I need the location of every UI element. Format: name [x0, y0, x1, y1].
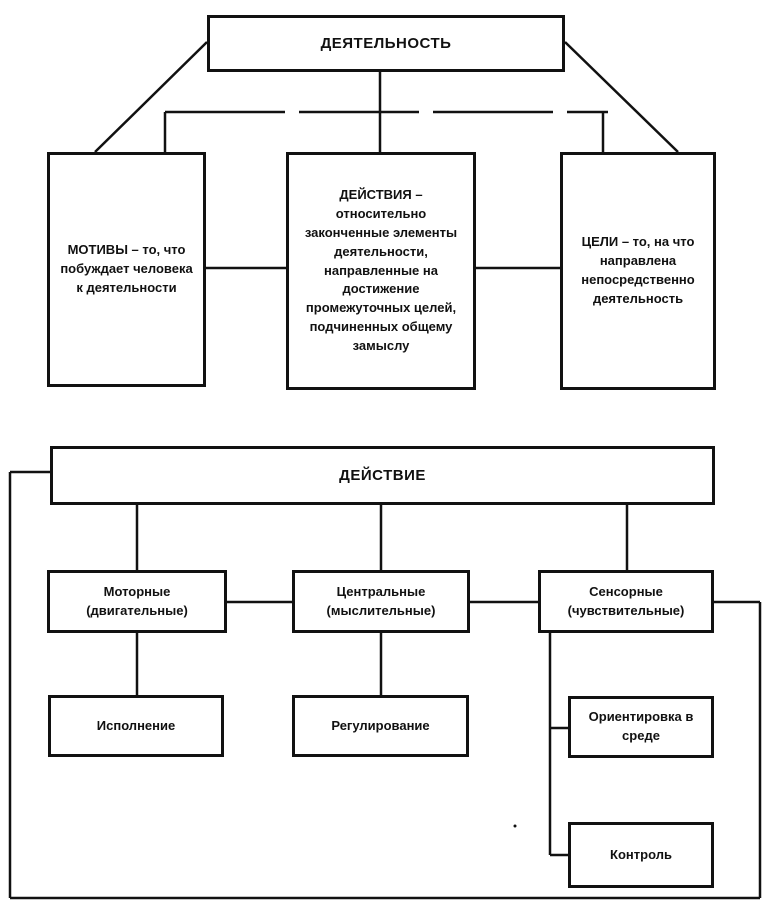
action-box: ДЕЙСТВИЕ	[50, 446, 715, 505]
regulation-box: Регулирование	[292, 695, 469, 757]
actions-box: ДЕЙСТВИЯ – относительно законченные элем…	[286, 152, 476, 390]
control-box: Контроль	[568, 822, 714, 888]
sensory-box: Сенсорные (чувствительные)	[538, 570, 714, 633]
orientation-box: Ориентировка в среде	[568, 696, 714, 758]
line-activity-goals	[564, 41, 679, 153]
central-box: Центральные (мыслительные)	[292, 570, 470, 633]
line-activity-motives	[94, 41, 208, 153]
goals-box: ЦЕЛИ – то, на что направлена непосредств…	[560, 152, 716, 390]
execution-box: Исполнение	[48, 695, 224, 757]
activity-box: ДЕЯТЕЛЬНОСТЬ	[207, 15, 565, 72]
stray-dot	[513, 824, 517, 828]
motives-box: МОТИВЫ – то, что побуждает человека к де…	[47, 152, 206, 387]
motor-box: Моторные (двигательные)	[47, 570, 227, 633]
